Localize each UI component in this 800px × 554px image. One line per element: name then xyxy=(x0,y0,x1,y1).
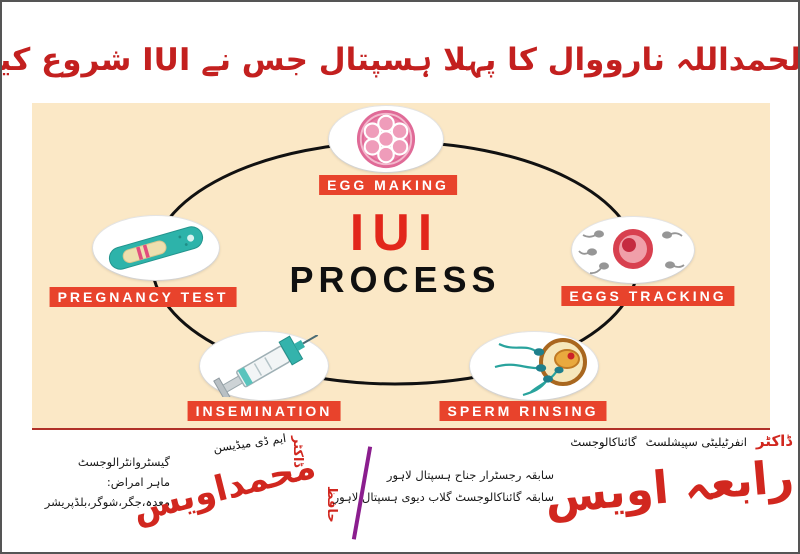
doctor-left-degree: ایم ڈی میڈیسن xyxy=(212,430,287,456)
pregnancy-test-graphic xyxy=(108,226,204,270)
diagram-title-iui: IUI xyxy=(349,204,441,262)
doctor-right-specialty-1: انفرٹیلیٹی سپیشلسٹ xyxy=(645,435,747,449)
doctor-right-title: ڈاکٹر xyxy=(756,432,792,450)
doctor-right-titles: ڈاکٹر انفرٹیلیٹی سپیشلسٹ گائناکالوجسٹ xyxy=(552,432,794,450)
specialty-line: ماہر امراض: xyxy=(106,475,170,490)
doctor-right-name: رابعہ اویس xyxy=(542,449,796,525)
insemination-graphic xyxy=(213,335,319,397)
diagram-title: IUI PROCESS xyxy=(289,207,500,300)
stage-label-egg-making: EGG MAKING xyxy=(319,175,457,195)
specialty-line: معدہ،جگر،شوگر،بلڈپریشر xyxy=(44,495,170,510)
doctor-right-block: ڈاکٹر انفرٹیلیٹی سپیشلسٹ گائناکالوجسٹ را… xyxy=(542,432,796,550)
sperm-washing-icon xyxy=(470,332,598,400)
doctor-left-title: ڈاکٹر xyxy=(290,436,305,468)
stage-label-pregnancy-test: PREGNANCY TEST xyxy=(49,287,237,307)
petri-dish-eggs-icon xyxy=(329,106,443,172)
pregnancy-test-icon xyxy=(93,216,219,280)
diagram-title-process: PROCESS xyxy=(289,259,501,300)
doctor-left-name-prefix: حافظ xyxy=(324,486,339,523)
doctors-band: گیسٹروانٹرالوجسٹ ماہر امراض: معدہ،جگر،شو… xyxy=(2,430,798,552)
petri-dish-graphic xyxy=(356,109,416,169)
doctor-left-specialties: گیسٹروانٹرالوجسٹ ماہر امراض: معدہ،جگر،شو… xyxy=(12,452,170,512)
headline-urdu: الحمداللہ نارووال کا پہلا ہسپتال جس نے I… xyxy=(0,42,800,78)
process-diagram-panel: EGG MAKING EGGS TRACKING xyxy=(32,103,770,432)
experience-line: سابقہ گائناکالوجسٹ گلاب دیوی ہسپتال لاہو… xyxy=(333,490,554,505)
specialty-line: گیسٹروانٹرالوجسٹ xyxy=(77,455,170,469)
doctor-right-experience: سابقہ رجسٹرار جناح ہسپتال لاہور سابقہ گا… xyxy=(334,464,554,509)
doctor-right-specialty-2: گائناکالوجسٹ xyxy=(570,435,637,449)
doctor-left-name: محمداویس xyxy=(128,446,320,531)
stage-label-eggs-tracking: EGGS TRACKING xyxy=(561,286,735,306)
experience-line: سابقہ رجسٹرار جناح ہسپتال لاہور xyxy=(386,468,554,482)
sperm-rinsing-graphic xyxy=(494,338,587,397)
egg-tracking-graphic xyxy=(578,229,685,275)
egg-with-sperm-icon xyxy=(572,217,694,283)
syringe-icon xyxy=(200,332,328,400)
doctor-left-block: ایم ڈی میڈیسن ڈاکٹر محمداویس حافظ xyxy=(128,430,349,550)
stage-label-sperm-rinsing: SPERM RINSING xyxy=(439,401,607,421)
stage-label-insemination: INSEMINATION xyxy=(187,401,341,421)
